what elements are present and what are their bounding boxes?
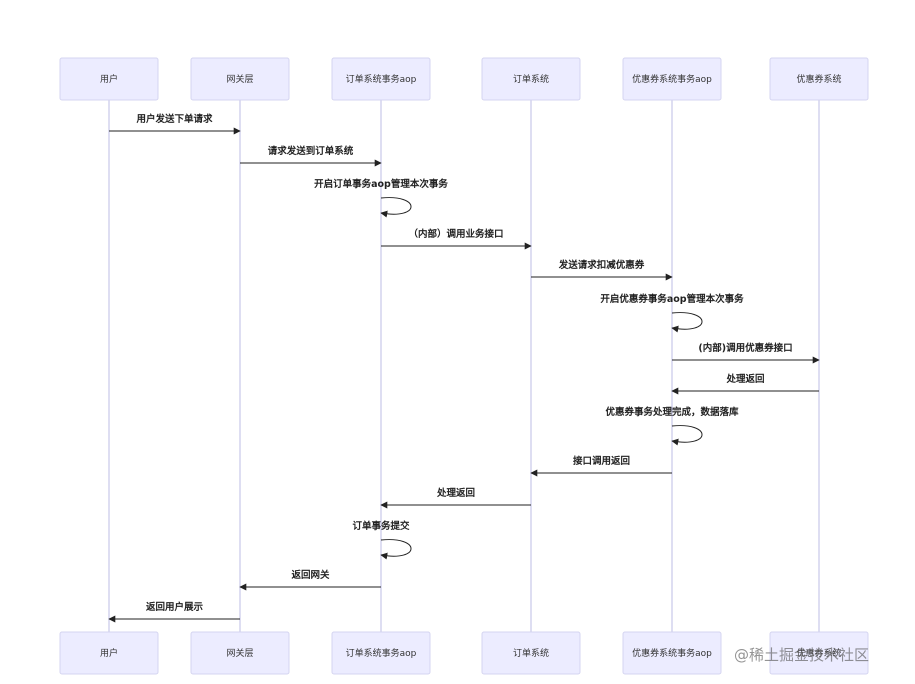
actor-box xyxy=(190,57,290,101)
watermark: @稀土掘金技术社区 xyxy=(734,646,870,664)
message-4: （内部）调用业务接口 xyxy=(381,228,532,250)
message-13: 返回网关 xyxy=(239,569,381,591)
message-label: 开启订单事务aop管理本次事务 xyxy=(314,178,448,190)
actor-box xyxy=(59,631,159,675)
actor-label: 网关层 xyxy=(226,73,253,85)
message-11: 处理返回 xyxy=(380,487,531,509)
actor-label: 用户 xyxy=(100,647,118,659)
message-label: 用户发送下单请求 xyxy=(135,113,213,125)
self-message-arrow xyxy=(380,197,412,218)
actor-label: 网关层 xyxy=(226,647,253,659)
actor-label: 订单系统 xyxy=(513,647,549,659)
actor-box xyxy=(481,631,581,675)
message-10: 接口调用返回 xyxy=(530,455,672,477)
actor-order_aop-top: 订单系统事务aop xyxy=(331,57,431,101)
message-label: 处理返回 xyxy=(436,487,475,499)
message-5: 发送请求扣减优惠券 xyxy=(531,259,673,281)
message-label: 开启优惠券事务aop管理本次事务 xyxy=(600,293,744,305)
actor-label: 用户 xyxy=(100,73,118,85)
message-6: 开启优惠券事务aop管理本次事务 xyxy=(600,293,744,333)
actor-user-top: 用户 xyxy=(59,57,159,101)
message-label: 返回网关 xyxy=(291,569,330,581)
message-2: 请求发送到订单系统 xyxy=(240,145,382,167)
message-9: 优惠券事务处理完成，数据落库 xyxy=(605,406,739,446)
self-message-arrow xyxy=(671,425,703,446)
actor-order_aop-bottom: 订单系统事务aop xyxy=(331,631,431,675)
actor-box xyxy=(481,57,581,101)
message-3: 开启订单事务aop管理本次事务 xyxy=(314,178,448,218)
message-label: 接口调用返回 xyxy=(573,455,630,467)
actor-label: 优惠券系统 xyxy=(796,73,841,85)
message-label: 发送请求扣减优惠券 xyxy=(558,259,645,271)
self-message-arrow xyxy=(380,539,412,560)
actor-coupon_aop-top: 优惠券系统事务aop xyxy=(622,57,722,101)
actor-box xyxy=(622,631,722,675)
message-label: （内部）调用业务接口 xyxy=(408,228,503,240)
message-7: (内部)调用优惠券接口 xyxy=(672,342,820,364)
message-label: 请求发送到订单系统 xyxy=(268,145,354,157)
actor-label: 订单系统事务aop xyxy=(346,647,417,659)
message-14: 返回用户展示 xyxy=(108,601,240,623)
message-label: 返回用户展示 xyxy=(146,601,204,613)
actor-label: 优惠券系统事务aop xyxy=(632,73,712,85)
actor-box xyxy=(59,57,159,101)
message-label: (内部)调用优惠券接口 xyxy=(698,342,792,354)
message-8: 处理返回 xyxy=(671,373,819,395)
actor-label: 优惠券系统 xyxy=(796,647,841,659)
message-label: 处理返回 xyxy=(725,373,764,385)
actor-coupon-bottom: 优惠券系统 xyxy=(769,631,869,675)
message-12: 订单事务提交 xyxy=(352,520,412,560)
message-1: 用户发送下单请求 xyxy=(109,113,241,135)
message-label: 订单事务提交 xyxy=(352,520,410,532)
actor-box xyxy=(769,57,869,101)
self-message-arrow xyxy=(671,312,703,333)
actor-label: 优惠券系统事务aop xyxy=(632,647,712,659)
actor-gateway-bottom: 网关层 xyxy=(190,631,290,675)
actor-box xyxy=(622,57,722,101)
actor-user-bottom: 用户 xyxy=(59,631,159,675)
actor-label: 订单系统事务aop xyxy=(346,73,417,85)
actor-box xyxy=(331,631,431,675)
actor-order-top: 订单系统 xyxy=(481,57,581,101)
actor-order-bottom: 订单系统 xyxy=(481,631,581,675)
actor-label: 订单系统 xyxy=(513,73,549,85)
message-label: 优惠券事务处理完成，数据落库 xyxy=(605,406,739,418)
actor-box xyxy=(769,631,869,675)
actor-coupon-top: 优惠券系统 xyxy=(769,57,869,101)
actor-gateway-top: 网关层 xyxy=(190,57,290,101)
actor-coupon_aop-bottom: 优惠券系统事务aop xyxy=(622,631,722,675)
actor-box xyxy=(331,57,431,101)
actor-box xyxy=(190,631,290,675)
